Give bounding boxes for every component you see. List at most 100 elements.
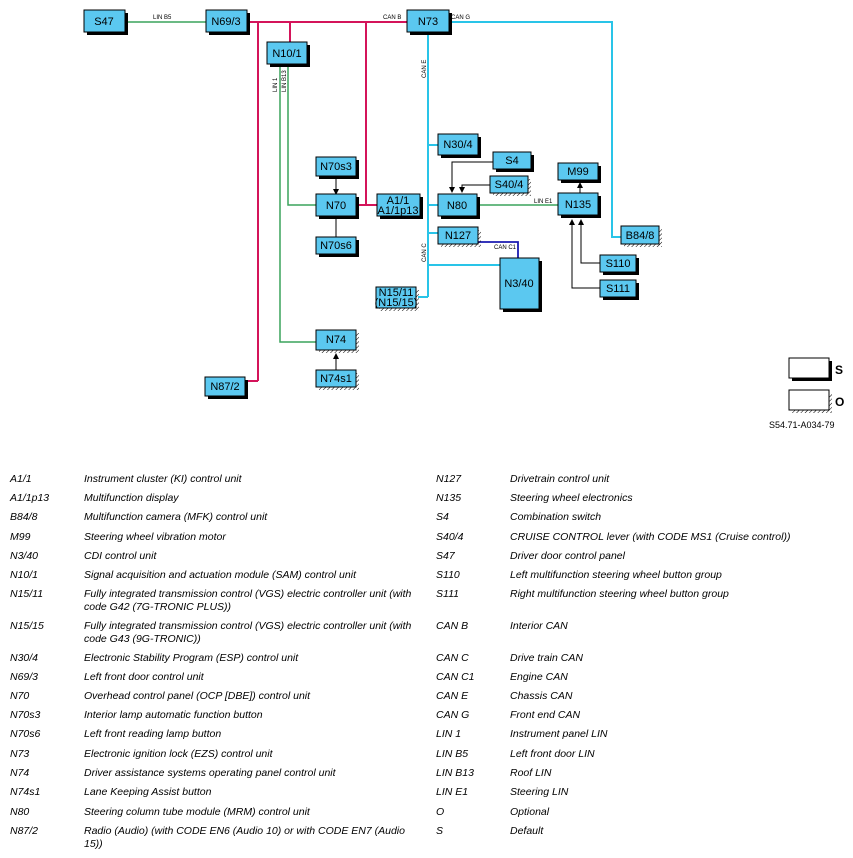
legend-description: Front end CAN [510,709,581,721]
node-n30-4: N30/4 [437,133,481,158]
legend-description: Electronic ignition lock (EZS) control u… [84,748,273,760]
svg-text:N10/1: N10/1 [272,48,301,60]
can-b-lines [248,21,407,382]
legend-description: Fully integrated transmission control (V… [84,620,412,645]
svg-text:N127: N127 [445,230,471,242]
legend-description: Overhead control panel (OCP [DBE]) contr… [84,690,311,702]
node-b84-8: B84/8 [620,225,662,247]
can-c-lines [418,264,500,298]
legend-code: N3/40 [10,550,39,562]
node-s111: S111 [599,279,639,300]
svg-text:N87/2: N87/2 [210,381,239,393]
svg-text:N70s3: N70s3 [320,161,352,173]
legend-code: S47 [436,550,455,562]
legend-description: Instrument cluster (KI) control unit [84,473,242,485]
legend-code: B84/8 [10,511,38,523]
legend-standard-symbol [788,357,832,381]
legend-code: S4 [436,511,449,523]
node-n74: N74 [315,329,359,353]
legend-description: Steering LIN [510,786,569,798]
legend-code: N74s1 [10,786,41,798]
svg-text:N73: N73 [418,16,438,28]
figure-reference: S54.71-A034-79 [769,420,835,430]
node-n15-11: N15/11 (N15/15) [375,286,419,311]
legend-description: Chassis CAN [510,690,573,702]
legend-description: CDI control unit [84,550,157,562]
svg-text:(N15/15): (N15/15) [375,297,418,309]
legend-standard-label: S [835,363,844,377]
legend-optional-symbol [788,389,832,413]
bus-label-can-b: CAN B [383,15,401,21]
node-m99: M99 [557,162,601,183]
legend-description: Multifunction display [84,492,179,504]
legend-description: Lane Keeping Assist button [84,786,212,798]
legend-description: Driver door control panel [510,550,625,562]
legend-description: Roof LIN [510,767,552,779]
legend-code: LIN E1 [436,786,469,798]
legend-description: Drivetrain control unit [510,473,610,485]
legend-code: CAN C [436,652,469,664]
svg-text:A1/1p13: A1/1p13 [378,205,419,217]
svg-text:S111: S111 [606,283,630,295]
node-n73: N73 [406,9,452,35]
svg-text:N74s1: N74s1 [320,373,352,385]
legend-optional-label: O [835,395,845,409]
legend-code: CAN E [436,690,469,702]
node-n80: N80 [437,193,480,219]
legend-description: Driver assistance systems operating pane… [84,767,336,779]
node-n69-3: N69/3 [205,9,250,35]
node-n70s3: N70s3 [315,156,359,179]
legend-code: O [436,806,445,818]
can-e-lines [427,34,438,265]
node-s110: S110 [599,254,639,275]
legend-description: Default [510,825,544,837]
legend-code: N69/3 [10,671,39,683]
node-n135: N135 [557,192,601,218]
legend-code: CAN C1 [436,671,475,683]
legend-description: Engine CAN [510,671,568,683]
bus-label-lin-b13: LIN B13 [282,70,288,92]
svg-text:N30/4: N30/4 [443,139,472,151]
node-n3-40: N3/40 [499,257,542,312]
bus-label-lin-b5: LIN B5 [153,15,172,21]
legend-code: N87/2 [10,825,39,837]
legend-code: N15/11 [10,588,44,600]
legend-code: S111 [436,588,459,600]
svg-text:B84/8: B84/8 [626,230,655,242]
legend-code: A1/1 [10,473,32,485]
legend-description: Left front door control unit [84,671,204,683]
legend-description: Instrument panel LIN [510,728,608,740]
bus-label-can-e: CAN E [422,60,428,78]
can-c1-line [478,241,519,258]
lin-lines [279,62,558,343]
legend-code: N15/15 [10,620,44,632]
bus-label-can-g: CAN G [451,15,470,21]
legend-code: N30/4 [10,652,39,664]
legend-code: N135 [436,492,462,504]
legend-code: LIN B13 [436,767,474,779]
legend-code: N74 [10,767,30,779]
legend-description: Left multifunction steering wheel button… [510,569,722,581]
legend-description: CRUISE CONTROL lever (with CODE MS1 (Cru… [510,531,791,543]
bus-label-lin-e1: LIN E1 [534,199,553,205]
bus-label-lin-1: LIN 1 [273,77,279,92]
legend-description: Right multifunction steering wheel butto… [510,588,729,600]
legend-code: CAN B [436,620,469,632]
svg-text:N80: N80 [447,200,467,212]
bus-label-can-c: CAN C [422,243,428,262]
svg-text:N70: N70 [326,200,346,212]
legend-code: N10/1 [10,569,39,581]
legend-code: N70s3 [10,709,41,721]
svg-text:S4: S4 [505,155,518,167]
legend-description: Optional [510,806,550,818]
legend-code: S [436,825,444,837]
legend-description: Electronic Stability Program (ESP) contr… [84,652,299,664]
legend-description: Steering column tube module (MRM) contro… [84,806,310,818]
svg-text:N135: N135 [565,199,591,211]
node-n70s6: N70s6 [315,236,359,257]
bus-label-can-c1: CAN C1 [494,245,517,251]
legend-description: Left front reading lamp button [84,728,222,740]
legend-code: M99 [10,531,31,543]
legend-code: N70 [10,690,30,702]
legend-description: Interior CAN [510,620,568,632]
